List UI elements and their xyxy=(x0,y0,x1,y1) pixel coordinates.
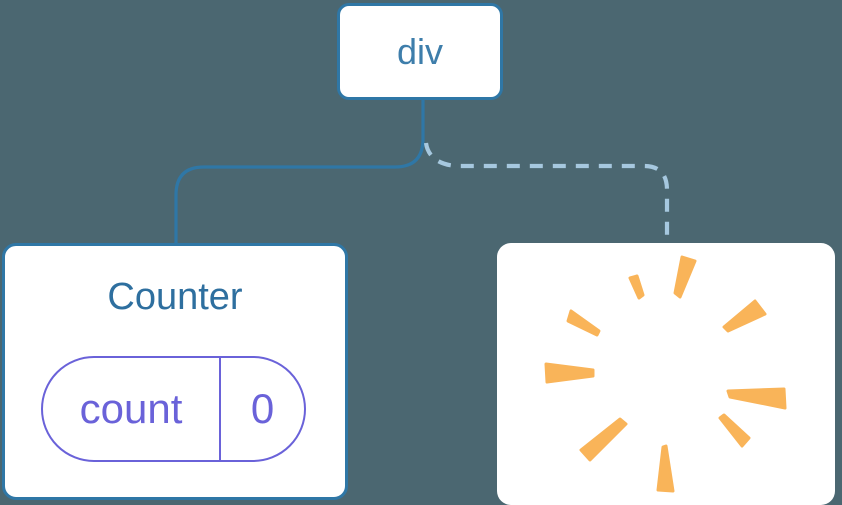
counter-card: Counter count 0 xyxy=(2,243,348,500)
poof-icon xyxy=(544,255,787,493)
root-node-label: div xyxy=(396,30,444,72)
state-pill: count 0 xyxy=(41,356,306,462)
edge-counter-solid xyxy=(174,99,425,243)
root-node: div xyxy=(337,3,503,100)
edge-removed-dashed xyxy=(423,142,670,243)
state-value: 0 xyxy=(219,358,304,460)
state-key-label: count xyxy=(79,385,183,432)
counter-title: Counter xyxy=(107,276,243,318)
removed-card xyxy=(497,243,835,505)
